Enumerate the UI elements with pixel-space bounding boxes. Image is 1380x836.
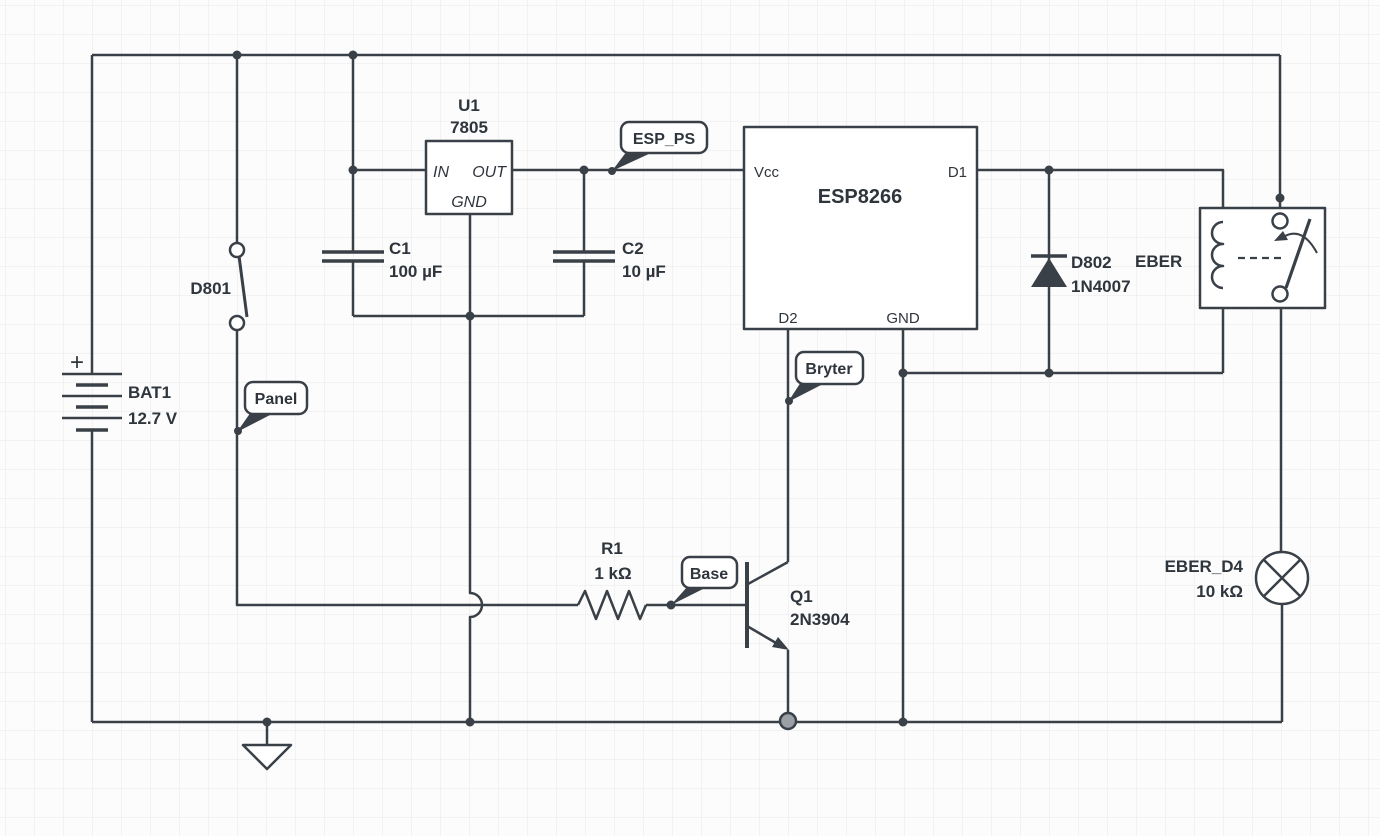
transistor-q1-symbol[interactable]: Q1 2N3904: [745, 560, 850, 650]
resistor-r1-symbol[interactable]: R1 1 kΩ: [576, 539, 648, 621]
c1-value-label: 100 µF: [389, 262, 442, 281]
panel-flag-box: [243, 380, 309, 416]
lamp-value-label: 10 kΩ: [1196, 582, 1243, 601]
junction-dot: [1044, 368, 1054, 378]
switch-terminal-top: [228, 241, 246, 259]
c2-ref-label: C2: [622, 239, 644, 258]
relay-contact-bottom: [1271, 285, 1289, 303]
wire-panel-branch[interactable]: [235, 330, 578, 607]
regulator-u1-symbol[interactable]: U1 7805 IN OUT GND: [424, 96, 514, 216]
junction-dot: [232, 50, 242, 60]
esp8266-body: [742, 125, 979, 331]
lamp-ref-label: EBER_D4: [1165, 557, 1244, 576]
diode-d802-symbol[interactable]: D802 1N4007: [1031, 253, 1131, 296]
relay-eber-symbol[interactable]: EBER: [1135, 193, 1327, 310]
bryter-flag-label: Bryter: [805, 361, 852, 378]
esp8266-pin-d1: D1: [948, 164, 967, 181]
junction-dot: [262, 717, 272, 727]
junction-dot: [348, 50, 358, 60]
esp-ps-flag-anchor: [608, 167, 616, 175]
transistor-collector: [747, 560, 789, 586]
junction-dot: [465, 311, 475, 321]
transistor-emitter: [746, 624, 777, 645]
resistor-zigzag: [576, 589, 648, 621]
junction-dot: [898, 717, 908, 727]
relay-ref-label: EBER: [1135, 252, 1182, 271]
regulator-ref-label: U1: [458, 96, 480, 115]
panel-flag-anchor: [234, 427, 242, 435]
base-flag-pointer: [671, 586, 707, 605]
relay-arrow-head: [1274, 231, 1288, 241]
regulator-body: [424, 139, 514, 216]
bryter-flag-anchor: [785, 397, 793, 405]
net-flag-panel[interactable]: Panel: [234, 380, 309, 435]
net-flag-base[interactable]: Base: [671, 555, 739, 605]
esp-ps-flag-pointer: [612, 151, 653, 171]
junction-dot: [666, 600, 676, 610]
junction-dot: [579, 165, 589, 175]
battery-symbol[interactable]: + BAT1 12.7 V: [62, 349, 178, 432]
esp-ps-flag-label: ESP_PS: [633, 131, 696, 148]
switch-blade: [237, 255, 249, 318]
regulator-pin-out: OUT: [472, 164, 507, 181]
c2-value-label: 10 µF: [622, 262, 666, 281]
switch-terminal-bottom: [228, 314, 246, 332]
net-flag-esp-ps[interactable]: ESP_PS: [608, 120, 709, 175]
regulator-pin-gnd: GND: [451, 194, 487, 211]
esp8266-pin-gnd: GND: [886, 310, 920, 327]
bryter-flag-box: [794, 350, 865, 386]
battery-plus-sign: +: [70, 349, 84, 376]
transistor-emitter-arrow: [772, 637, 789, 650]
transistor-part-label: 2N3904: [790, 610, 850, 629]
relay-arrow-curve: [1284, 232, 1318, 254]
wire-d1-to-relay-coil[interactable]: [977, 168, 1225, 222]
capacitor-c1-symbol[interactable]: C1 100 µF: [322, 239, 442, 281]
relay-pin-junction: [1275, 193, 1285, 203]
panel-flag-label: Panel: [255, 391, 298, 408]
junction-dot: [348, 165, 358, 175]
regulator-part-label: 7805: [450, 118, 488, 137]
battery-ref-label: BAT1: [128, 383, 171, 402]
regulator-pin-in: IN: [433, 164, 449, 181]
c1-ref-label: C1: [389, 239, 411, 258]
lamp-cross: [1263, 559, 1301, 597]
base-flag-label: Base: [690, 566, 728, 583]
capacitor-c2-symbol[interactable]: C2 10 µF: [553, 239, 666, 281]
resistor-value-label: 1 kΩ: [594, 564, 631, 583]
diode-ref-label: D802: [1071, 253, 1112, 272]
panel-flag-pointer: [237, 412, 272, 432]
bryter-flag-pointer: [788, 382, 823, 402]
junction-dots: [232, 50, 1054, 731]
wire-gnd-column-with-hop[interactable]: [468, 316, 484, 722]
esp8266-pin-vcc: Vcc: [754, 164, 780, 181]
resistor-ref-label: R1: [601, 539, 623, 558]
switch-ref-label: D801: [190, 279, 231, 298]
esp8266-title: ESP8266: [818, 186, 903, 208]
relay-coil: [1210, 220, 1225, 290]
diode-anode-triangle: [1031, 258, 1067, 287]
junction-dot: [465, 717, 475, 727]
transistor-ref-label: Q1: [790, 587, 813, 606]
junction-dot: [1044, 165, 1054, 175]
relay-contact-top: [1271, 212, 1289, 230]
wires: [90, 53, 1284, 724]
emitter-node-dot: [778, 711, 798, 731]
battery-value-label: 12.7 V: [128, 409, 178, 428]
net-flag-bryter[interactable]: Bryter: [785, 350, 865, 405]
diode-part-label: 1N4007: [1071, 277, 1131, 296]
esp8266-module[interactable]: ESP8266 Vcc D1 D2 GND: [742, 125, 979, 331]
junction-dot: [898, 368, 908, 378]
ground-triangle: [241, 743, 293, 771]
esp8266-pin-d2: D2: [778, 310, 797, 327]
lamp-eber-d4-symbol[interactable]: EBER_D4 10 kΩ: [1165, 550, 1310, 606]
esp-ps-flag-box: [619, 120, 709, 155]
switch-d801-symbol[interactable]: D801: [190, 241, 249, 332]
base-flag-box: [680, 555, 739, 590]
relay-contact-blade: [1284, 218, 1312, 289]
